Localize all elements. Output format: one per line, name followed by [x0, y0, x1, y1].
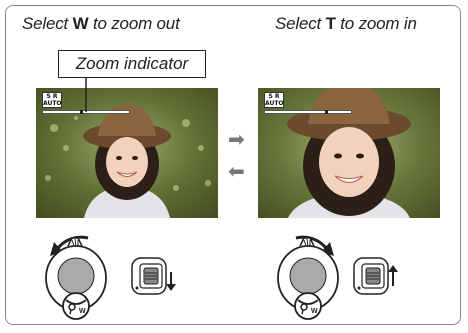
- zoom-position-marker: [325, 110, 328, 114]
- svg-text:W: W: [311, 308, 318, 315]
- arrow-left-icon: ⬅: [228, 161, 245, 183]
- badge-line-2: AUTO: [43, 100, 62, 107]
- caption-zoom-in-key: T: [325, 14, 336, 33]
- zoom-switch-up-icon: [353, 257, 398, 295]
- zoom-dial-rotate-right-icon: W: [277, 235, 339, 320]
- arrow-right-icon: ➡: [228, 129, 245, 151]
- figure-frame: [5, 5, 461, 325]
- caption-zoom-out-prefix: Select: [22, 14, 73, 33]
- zoom-indicator-callout-text: Zoom indicator: [75, 54, 189, 73]
- caption-zoom-in: Select T to zoom in: [275, 14, 417, 34]
- zoom-dial-rotate-left-icon: W: [45, 235, 107, 320]
- zoom-indicator-bar: [42, 110, 130, 114]
- zoom-switch-down-icon: [131, 257, 176, 295]
- caption-zoom-out: Select W to zoom out: [22, 14, 180, 34]
- caption-zoom-in-suffix: to zoom in: [335, 14, 417, 33]
- badge-line-1: S R: [46, 93, 58, 100]
- zoom-position-marker: [80, 110, 83, 114]
- portrait-photo: [36, 88, 218, 218]
- caption-zoom-out-key: W: [72, 14, 89, 33]
- caption-zoom-in-prefix: Select: [275, 14, 326, 33]
- portrait-photo-zoomed: [258, 88, 440, 218]
- badge-line-1: S R: [268, 93, 280, 100]
- zoom-indicator-callout: Zoom indicator: [58, 50, 206, 78]
- zoom-indicator-bar: [264, 110, 352, 114]
- svg-text:W: W: [79, 308, 86, 315]
- caption-zoom-out-suffix: to zoom out: [88, 14, 180, 33]
- badge-line-2: AUTO: [265, 100, 284, 107]
